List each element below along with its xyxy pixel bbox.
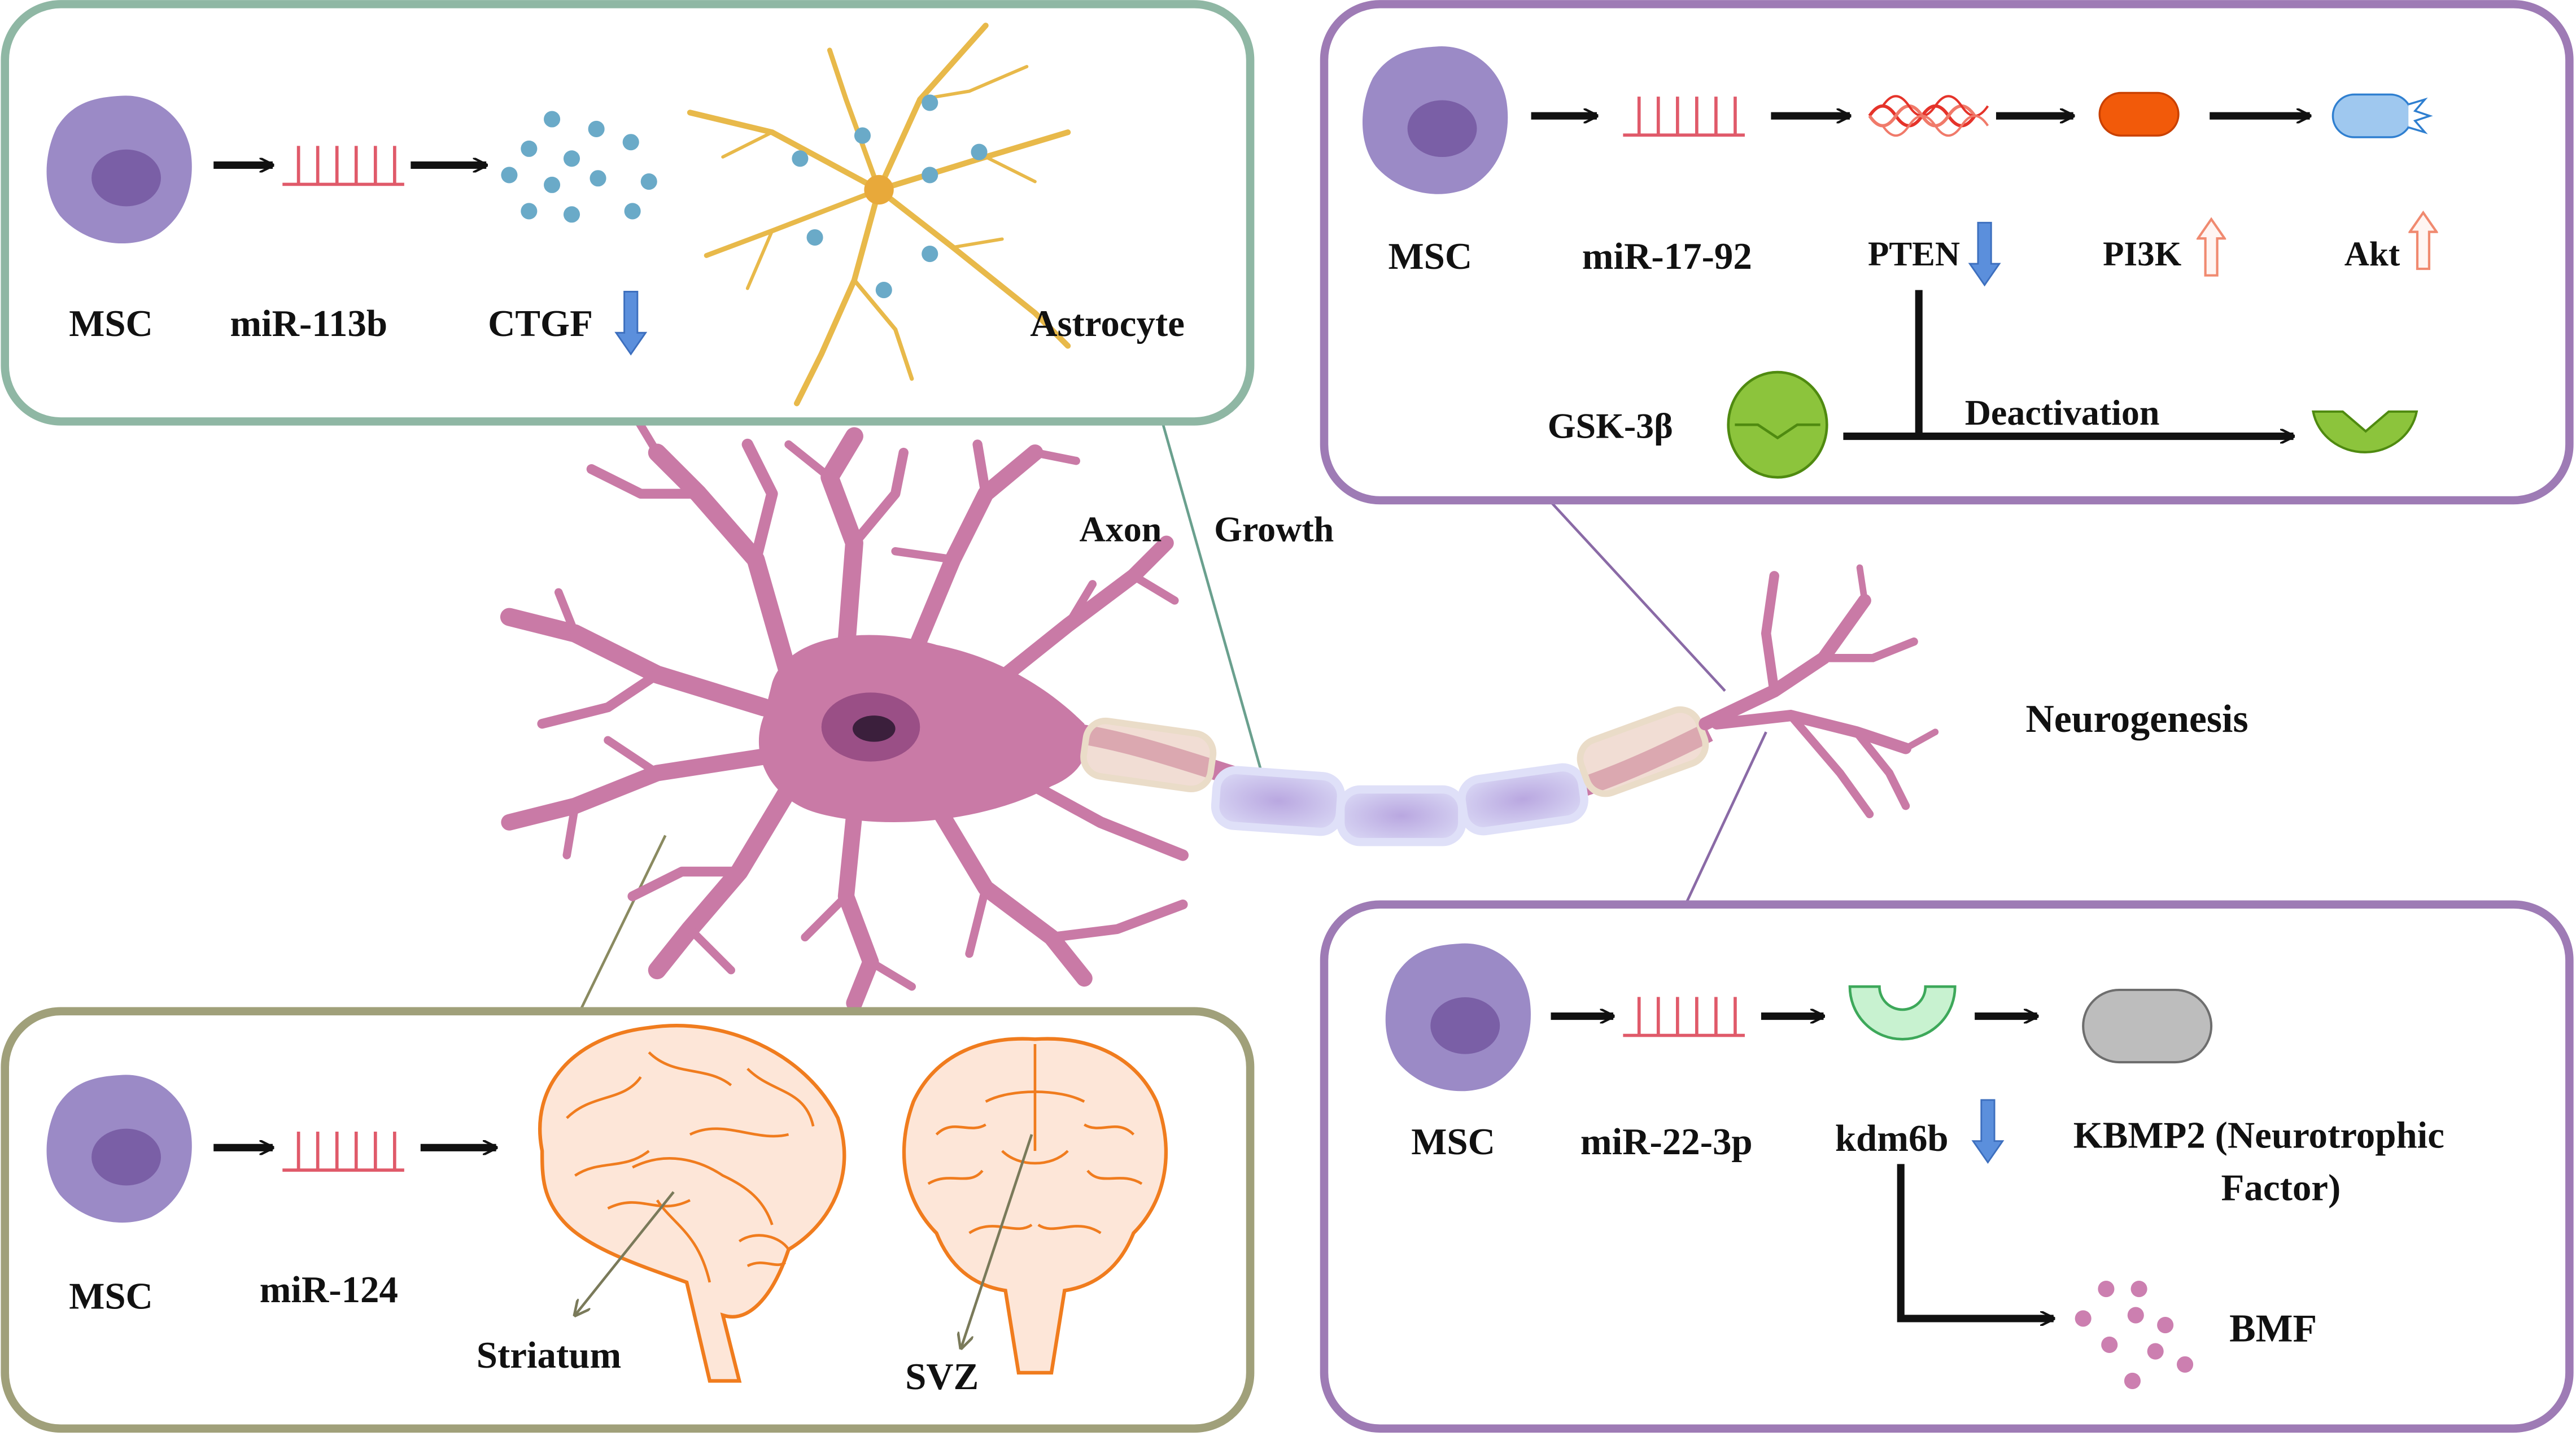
striatum-label: Striatum — [477, 1334, 621, 1376]
kdm6b-label: kdm6b — [1835, 1118, 1949, 1159]
axon-terminal — [1699, 564, 1939, 818]
kbmp2-label-line2: Factor) — [2221, 1167, 2341, 1208]
ctgf-label: CTGF — [488, 303, 593, 344]
astrocyte-soma — [864, 174, 894, 205]
gsk-label: GSK-3β — [1548, 405, 1673, 446]
msc-cell-icon — [1385, 943, 1531, 1092]
msc-cell-icon — [1362, 46, 1508, 194]
panel-bottom-left: MSC miR-124 Striatum SVZ — [1, 1007, 1255, 1433]
brain-sagittal-icon — [538, 1024, 846, 1383]
astrocyte-icon — [687, 23, 1071, 407]
myelin-sheaths — [1080, 706, 1709, 846]
pi3k-icon — [2098, 91, 2180, 137]
msc-label: MSC — [69, 1275, 153, 1317]
neuron — [500, 407, 1939, 1011]
panel-top-right: MSC miR-17-92 PTEN PI3K Akt GSK-3β Deact… — [1320, 0, 2574, 505]
kdm6b-icon — [1848, 985, 1957, 1041]
msc-cell-icon — [46, 95, 192, 244]
ctgf-dots — [501, 94, 988, 299]
myelin-sheath — [1211, 766, 1346, 836]
gsk3b-icon — [1727, 370, 1828, 479]
pi3k-label: PI3K — [2103, 235, 2182, 273]
connector-lines — [578, 424, 1767, 1012]
connector-bottom-right — [1684, 731, 1767, 905]
bmf-dots — [2075, 1280, 2194, 1390]
myelin-sheath — [1577, 706, 1709, 797]
panel-top-left: MSC miR-113b CTGF Astrocyte — [1, 0, 1255, 426]
msc-label: MSC — [69, 303, 153, 344]
pten-wave-icon — [1868, 95, 1989, 137]
connector-top-left — [1162, 424, 1263, 774]
akt-label: Akt — [2344, 235, 2400, 273]
mirna-label: miR-113b — [230, 303, 387, 344]
msc-label: MSC — [1388, 235, 1472, 277]
neuron-soma — [758, 635, 1088, 823]
mirna-label: miR-22-3p — [1580, 1121, 1753, 1163]
pten-label: PTEN — [1868, 235, 1960, 273]
bmf-label: BMF — [2229, 1307, 2317, 1351]
striatum-pointer — [575, 1191, 675, 1315]
panel-frame — [1320, 0, 2574, 505]
kbmp2-icon — [2082, 988, 2213, 1064]
astrocyte-label: Astrocyte — [1030, 303, 1185, 344]
msc-cell-icon — [46, 1075, 192, 1223]
svz-label: SVZ — [905, 1356, 979, 1398]
myelin-sheath — [1457, 763, 1588, 836]
panel-bottom-right: MSC miR-22-3p kdm6b KBMP2 (Neurotrophic … — [1320, 900, 2574, 1433]
myelin-sheath — [1336, 785, 1466, 846]
brain-coronal-icon — [902, 1037, 1168, 1375]
deactivation-label: Deactivation — [1965, 392, 2160, 433]
axon-label: Axon — [1080, 509, 1162, 549]
bmf-arrow — [1897, 1164, 2054, 1318]
growth-label: Growth — [1214, 509, 1334, 549]
myelin-sheath — [1080, 717, 1217, 793]
neuron-dendrites — [500, 407, 1189, 1011]
gsk3b-inactive-icon — [2312, 410, 2418, 453]
mirna-label: miR-17-92 — [1582, 235, 1752, 277]
svz-pointer — [961, 1134, 1033, 1348]
mirna-label: miR-124 — [260, 1269, 398, 1311]
kbmp2-label-line1: KBMP2 (Neurotrophic — [2073, 1114, 2444, 1156]
akt-icon — [2332, 93, 2433, 138]
msc-label: MSC — [1411, 1121, 1495, 1163]
neurogenesis-label: Neurogenesis — [2025, 697, 2248, 741]
connector-top-right — [1549, 501, 1726, 692]
neuron-nucleolus — [852, 715, 896, 742]
connector-bottom-left — [578, 835, 667, 1012]
